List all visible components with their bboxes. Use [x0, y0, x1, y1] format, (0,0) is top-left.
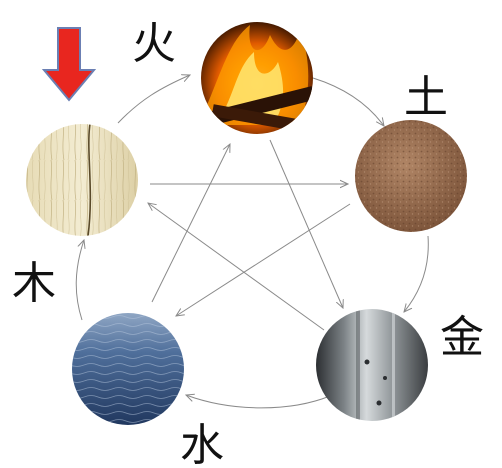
wood-element: [26, 124, 138, 236]
overcoming-cycle-arrows: [148, 140, 350, 330]
earth-label: 土: [404, 72, 448, 123]
wood-label: 木: [12, 258, 56, 309]
arrow-fire-to-earth: [313, 78, 384, 126]
arrow-metal-to-wood: [148, 203, 324, 330]
fire-element: [201, 22, 315, 134]
red-down-arrow-icon: [44, 28, 94, 100]
arrow-wood-to-fire: [118, 75, 190, 123]
metal-label: 金: [440, 312, 484, 363]
water-label: 水: [180, 420, 224, 468]
arrow-earth-to-water: [176, 204, 350, 316]
earth-element: [355, 120, 467, 232]
arrow-fire-to-metal: [270, 140, 343, 308]
metal-element: [316, 305, 428, 425]
arrow-earth-to-metal: [404, 236, 428, 312]
arrow-metal-to-water: [186, 395, 330, 408]
fire-label: 火: [132, 18, 176, 69]
arrow-water-to-wood: [76, 240, 84, 320]
arrow-water-to-fire: [152, 144, 230, 302]
water-element: [72, 313, 184, 425]
